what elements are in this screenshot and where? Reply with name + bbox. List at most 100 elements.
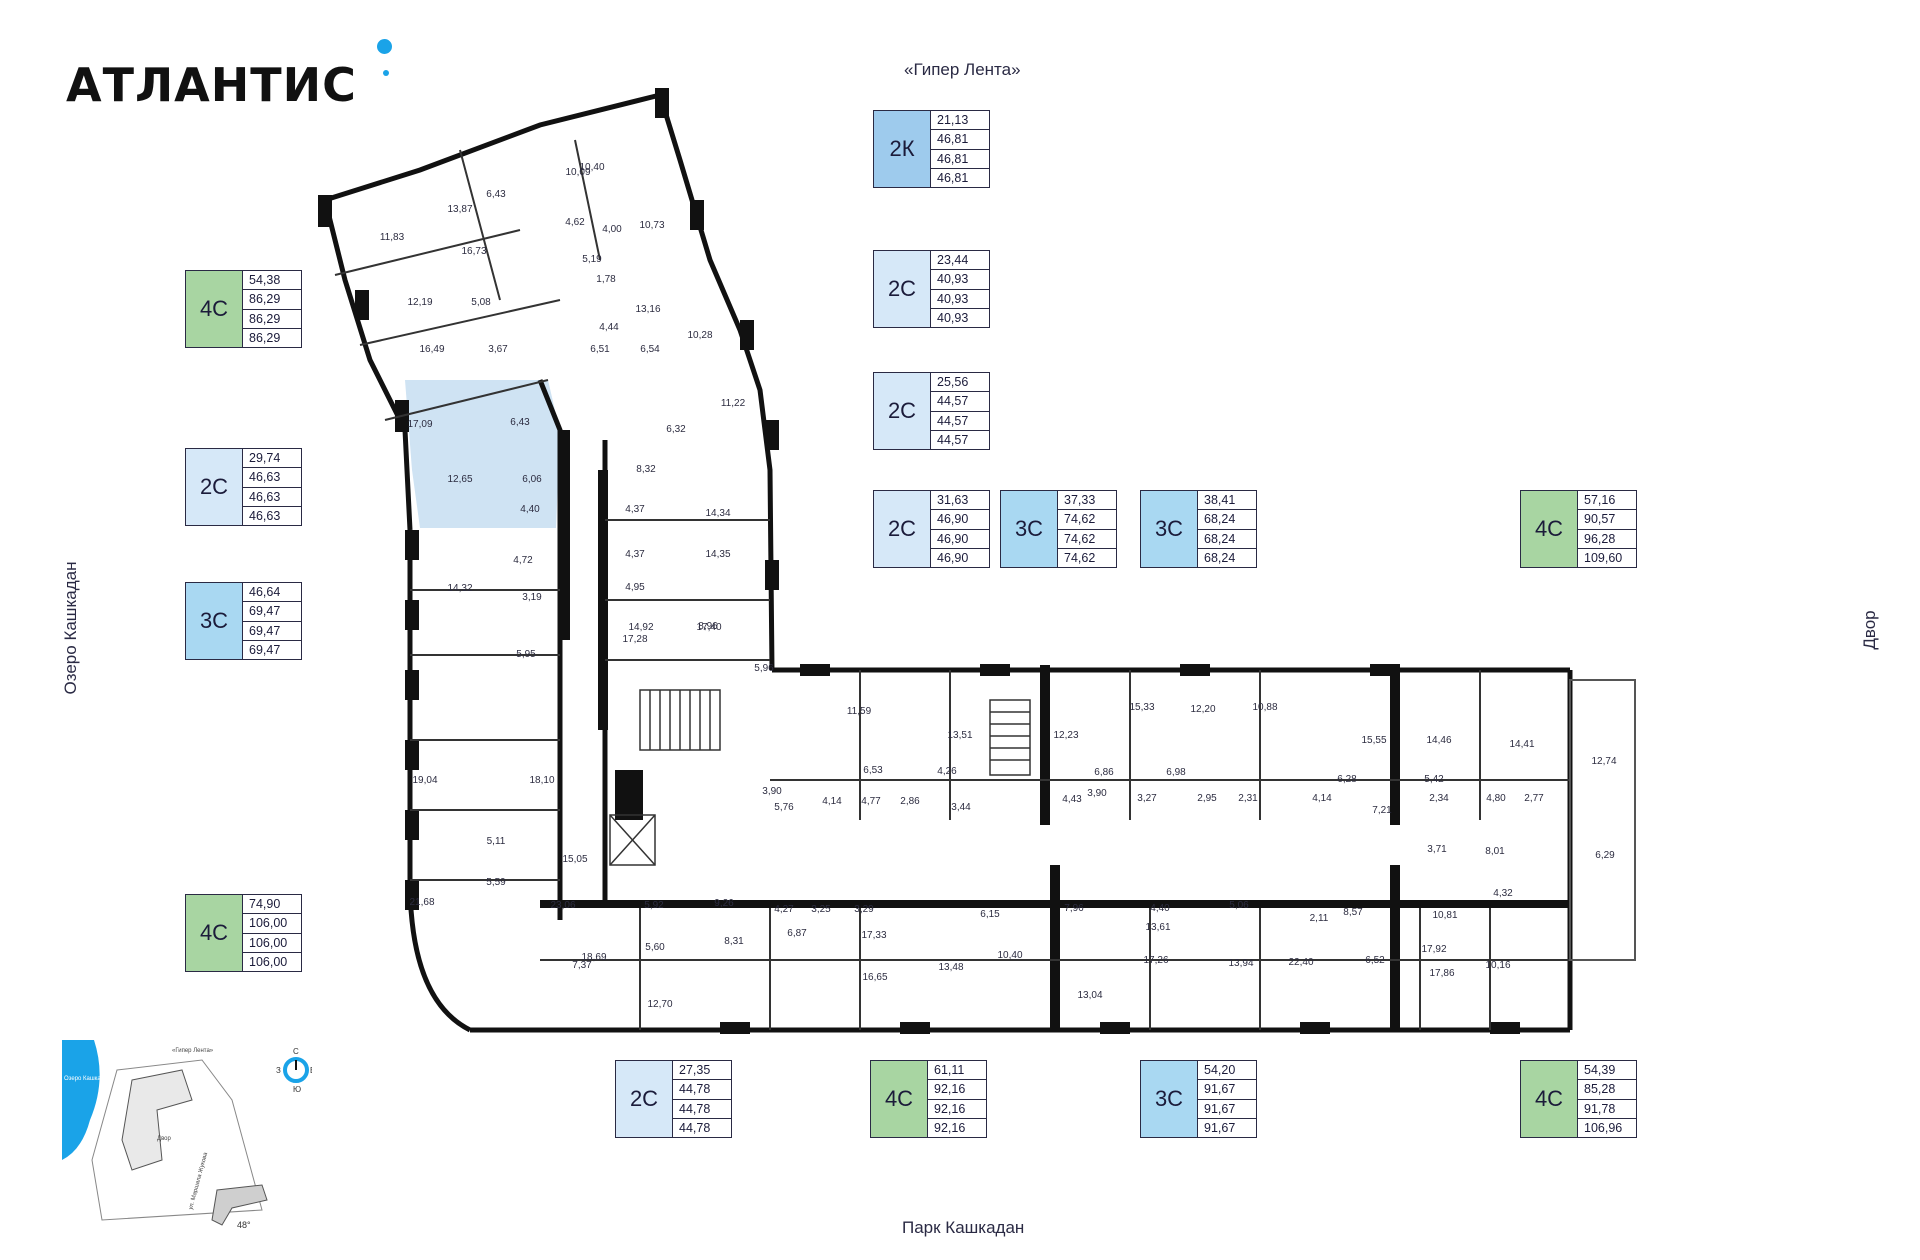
- apartment-area: 68,24: [1198, 530, 1256, 549]
- room-area-label: 6,43: [486, 189, 506, 200]
- room-area-label: 8,32: [636, 464, 656, 475]
- room-area-label: 5,96: [754, 663, 774, 674]
- room-area-label: 18,69: [581, 952, 606, 963]
- room-area-label: 6,51: [590, 344, 610, 355]
- apartment-area: 106,00: [249, 954, 288, 969]
- minimap-lake-label: Озеро Кашкадан: [64, 1076, 111, 1082]
- room-area-label: 5,42: [1424, 774, 1444, 785]
- apartment-area: 44,57: [931, 412, 989, 431]
- apartment-area: 46,64: [243, 583, 301, 603]
- room-area-label: 10,28: [687, 330, 712, 341]
- minimap-yard-label: Двор: [157, 1136, 172, 1142]
- room-area-label: 6,52: [1365, 955, 1385, 966]
- apartment-area: 25,56: [931, 373, 989, 393]
- room-area-label: 4,14: [1312, 793, 1332, 804]
- apartment-type: 4С: [186, 895, 243, 971]
- room-area-label: 5,95: [516, 649, 536, 660]
- room-area-label: 6,98: [1166, 767, 1186, 778]
- room-area-label: 10,88: [1252, 702, 1277, 713]
- logo-dot-small: [383, 70, 389, 76]
- room-area-label: 3,25: [811, 904, 831, 915]
- room-area-label: 10,73: [639, 220, 664, 231]
- apartment-area: 91,67: [1198, 1100, 1256, 1119]
- apartment-area: 40,93: [931, 290, 989, 309]
- highlighted-apartment[interactable]: [405, 380, 560, 528]
- room-area-label: 21,68: [409, 897, 434, 908]
- minimap-angle: 48°: [237, 1220, 251, 1230]
- room-area-label: 4,40: [1150, 903, 1170, 914]
- apartment-area: 106,00: [243, 914, 301, 934]
- room-area-label: 5,76: [774, 802, 794, 813]
- compass-south: Ю: [293, 1085, 301, 1094]
- room-area-label: 8,57: [1343, 907, 1363, 918]
- site-minimap: Озеро Кашкадан «Гипер Лента» Двор ул. Ма…: [62, 1040, 312, 1230]
- apartment-type: 3С: [1141, 491, 1198, 567]
- room-area-label: 15,33: [1129, 702, 1154, 713]
- room-area-label: 11,59: [847, 706, 872, 717]
- apartment-area: 46,90: [931, 530, 989, 549]
- apartment-area: 44,78: [673, 1100, 731, 1119]
- room-area-label: 17,26: [1143, 955, 1168, 966]
- apartment-area: 38,41: [1198, 491, 1256, 511]
- compass-north: С: [293, 1047, 299, 1056]
- room-area-label: 6,29: [1595, 850, 1615, 861]
- room-area-label: 5,92: [644, 900, 664, 911]
- room-area-label: 3,67: [488, 344, 508, 355]
- room-area-label: 14,32: [447, 583, 472, 594]
- apartment-area: 57,16: [1578, 491, 1636, 511]
- room-area-label: 4,00: [602, 224, 622, 235]
- apartment-area: 69,47: [243, 622, 301, 641]
- room-area-label: 14,35: [705, 549, 730, 560]
- apartment-area: 27,35: [673, 1061, 731, 1081]
- room-area-label: 4,40: [520, 504, 540, 515]
- apartment-area: 46,81: [931, 150, 989, 169]
- room-area-label: 10,09: [565, 167, 590, 178]
- room-area-label: 14,41: [1509, 739, 1534, 750]
- apartment-area: 86,29: [243, 290, 301, 310]
- apartment-type: 2К: [874, 111, 931, 187]
- room-area-label: 19,04: [412, 775, 437, 786]
- room-area-label: 6,15: [980, 909, 1000, 920]
- room-area-label: 3,71: [1427, 844, 1447, 855]
- room-area-label: 9,26: [714, 898, 734, 909]
- room-area-label: 4,32: [1493, 888, 1513, 899]
- room-area-label: 10,16: [1485, 960, 1510, 971]
- room-area-label: 1,78: [596, 274, 616, 285]
- room-area-label: 17,86: [1429, 968, 1454, 979]
- apartment-area: 40,93: [931, 270, 989, 290]
- apartment-area: 106,00: [243, 934, 301, 953]
- room-area-label: 10,81: [1432, 910, 1457, 921]
- brand-logo: АТЛАНТИС: [66, 58, 357, 112]
- apartment-area: 54,39: [1578, 1061, 1636, 1081]
- apartment-area: 109,60: [1584, 550, 1623, 565]
- room-area-label: 5,08: [471, 297, 491, 308]
- apartment-area: 96,28: [1578, 530, 1636, 549]
- apartment-area: 21,13: [931, 111, 989, 131]
- apartment-area: 44,57: [931, 392, 989, 412]
- room-area-label: 6,06: [522, 474, 542, 485]
- room-area-label: 12,19: [407, 297, 432, 308]
- room-area-label: 4,44: [599, 322, 619, 333]
- room-area-label: 10,40: [579, 162, 604, 173]
- room-area-label: 4,77: [861, 796, 881, 807]
- apartment-area: 74,62: [1064, 550, 1096, 565]
- room-area-label: 14,92: [628, 622, 653, 633]
- room-area-label: 17,92: [1421, 944, 1446, 955]
- apartment-type: 3С: [1141, 1061, 1198, 1137]
- room-area-label: 5,60: [645, 942, 665, 953]
